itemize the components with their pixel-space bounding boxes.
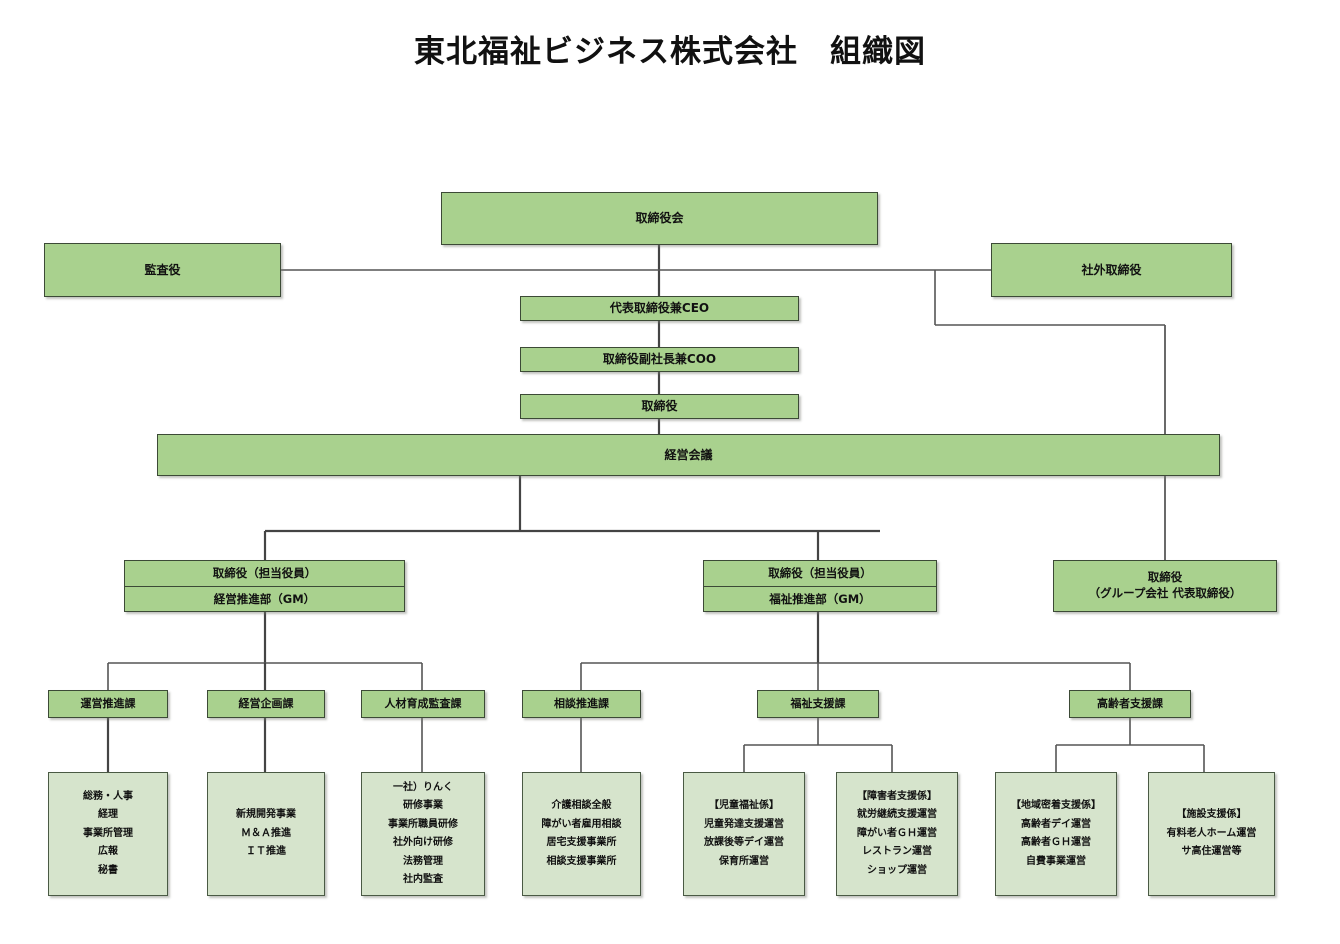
- leaf-item: ショップ運営: [867, 864, 927, 876]
- leaf-item: 研修事業: [403, 800, 443, 811]
- leaf-item: 事業所職員研修: [388, 818, 458, 830]
- leaf-item: 高齢者デイ運営: [1021, 818, 1091, 830]
- leaf-item: 経理: [98, 809, 118, 821]
- leaf-item: 有料老人ホーム運営: [1166, 827, 1257, 839]
- node-board-label: 取締役会: [635, 211, 684, 226]
- node-auditor[interactable]: 監査役: [44, 243, 281, 297]
- node-ceo[interactable]: 代表取締役兼CEO: [520, 296, 799, 321]
- node-director[interactable]: 取締役: [520, 394, 799, 419]
- leaf-item: 【児童福祉係】: [709, 800, 779, 811]
- leaf-item: 【障害者支援係】: [857, 790, 937, 802]
- section-2-name: 人材育成監査課: [384, 696, 462, 710]
- leaf-item: 社外向け研修: [393, 837, 453, 848]
- leaf-hr-development-audit[interactable]: 一社）りんく 研修事業 事業所職員研修 社外向け研修 法務管理 社内監査: [361, 772, 485, 896]
- leaf-disability-support[interactable]: 【障害者支援係】 就労継続支援運営 障がい者ＧＨ運営 レストラン運営 ショップ運…: [836, 772, 958, 896]
- division-1-department: 経営推進部（GM）: [213, 591, 316, 606]
- leaf-consultation-promotion[interactable]: 介護相談全般 障がい者雇用相談 居宅支援事業所 相談支援事業所: [522, 772, 641, 896]
- section-6-name: 高齢者支援課: [1097, 696, 1163, 710]
- leaf-item: 社内監査: [403, 874, 443, 885]
- section-3-name: 相談推進課: [554, 696, 609, 710]
- section-0-name: 運営推進課: [80, 696, 136, 710]
- leaf-item: 広報: [98, 846, 118, 858]
- division-welfare-promotion[interactable]: 取締役（担当役員） 福祉推進部（GM）: [703, 560, 937, 612]
- section-head-hr-development-audit[interactable]: 人材育成監査課: [361, 690, 485, 718]
- leaf-item: Ｍ＆Ａ推進: [241, 827, 291, 839]
- division-2-department: 福祉推進部（GM）: [769, 591, 871, 606]
- node-management-meeting[interactable]: 経営会議: [157, 434, 1220, 476]
- node-group-company-director[interactable]: 取締役 （グループ会社 代表取締役）: [1053, 560, 1277, 612]
- leaf-operations-promotion[interactable]: 総務・人事 経理 事業所管理 広報 秘書: [48, 772, 168, 896]
- leaf-item: レストラン運営: [862, 846, 932, 858]
- leaf-item: 居宅支援事業所: [546, 837, 617, 848]
- leaf-item: 高齢者ＧＨ運営: [1021, 837, 1091, 848]
- page-title: 東北福祉ビジネス株式会社 組織図: [414, 34, 926, 70]
- leaf-item: 就労継続支援運営: [857, 809, 937, 821]
- node-board-of-directors[interactable]: 取締役会: [441, 192, 878, 245]
- division-management-promotion[interactable]: 取締役（担当役員） 経営推進部（GM）: [124, 560, 405, 612]
- leaf-item: 障がい者ＧＨ運営: [857, 827, 937, 839]
- leaf-item: 事業所管理: [83, 827, 133, 839]
- node-coo[interactable]: 取締役副社長兼COO: [520, 347, 799, 372]
- leaf-facility-support[interactable]: 【施設支援係】 有料老人ホーム運営 サ高住運営等: [1148, 772, 1275, 896]
- group-company-line2: （グループ会社 代表取締役）: [1088, 586, 1242, 600]
- node-management-meeting-label: 経営会議: [664, 447, 713, 462]
- leaf-item: 新規開発事業: [236, 809, 296, 821]
- group-company-line1: 取締役: [1147, 570, 1183, 585]
- section-head-welfare-support[interactable]: 福祉支援課: [757, 690, 879, 718]
- leaf-item: 【地域密着支援係】: [1011, 800, 1101, 811]
- leaf-item: ＩＴ推進: [246, 846, 286, 858]
- leaf-item: 自費事業運営: [1026, 855, 1086, 867]
- leaf-item: 児童発達支援運営: [704, 818, 784, 830]
- leaf-item: 保育所運営: [719, 855, 769, 867]
- leaf-item: サ高住運営等: [1181, 846, 1242, 858]
- node-director-label: 取締役: [641, 399, 678, 414]
- leaf-item: 一社）りんく: [393, 781, 453, 793]
- section-1-name: 経営企画課: [238, 696, 294, 710]
- node-ceo-label: 代表取締役兼CEO: [609, 301, 710, 316]
- leaf-item: 相談支援事業所: [546, 855, 617, 867]
- node-outside-director-label: 社外取締役: [1081, 262, 1142, 277]
- section-head-operations-promotion[interactable]: 運営推進課: [48, 690, 168, 718]
- leaf-corporate-planning[interactable]: 新規開発事業 Ｍ＆Ａ推進 ＩＴ推進: [207, 772, 325, 896]
- leaf-item: 放課後等デイ運営: [704, 837, 784, 848]
- section-head-elderly-support[interactable]: 高齢者支援課: [1069, 690, 1191, 718]
- leaf-community-based-support[interactable]: 【地域密着支援係】 高齢者デイ運営 高齢者ＧＨ運営 自費事業運営: [995, 772, 1117, 896]
- leaf-item: 総務・人事: [83, 790, 133, 802]
- leaf-item: 法務管理: [403, 855, 443, 867]
- section-head-consultation-promotion[interactable]: 相談推進課: [522, 690, 641, 718]
- leaf-item: 【施設支援係】: [1176, 809, 1247, 821]
- node-auditor-label: 監査役: [144, 262, 181, 277]
- division-2-officer: 取締役（担当役員）: [704, 561, 936, 587]
- leaf-item: 障がい者雇用相談: [541, 818, 622, 830]
- node-outside-director[interactable]: 社外取締役: [991, 243, 1232, 297]
- section-head-corporate-planning[interactable]: 経営企画課: [207, 690, 325, 718]
- section-4-name: 福祉支援課: [790, 696, 846, 710]
- division-1-officer: 取締役（担当役員）: [125, 561, 404, 587]
- leaf-item: 秘書: [98, 864, 118, 876]
- leaf-item: 介護相談全般: [551, 800, 612, 811]
- node-coo-label: 取締役副社長兼COO: [602, 352, 717, 367]
- leaf-child-welfare[interactable]: 【児童福祉係】 児童発達支援運営 放課後等デイ運営 保育所運営: [683, 772, 805, 896]
